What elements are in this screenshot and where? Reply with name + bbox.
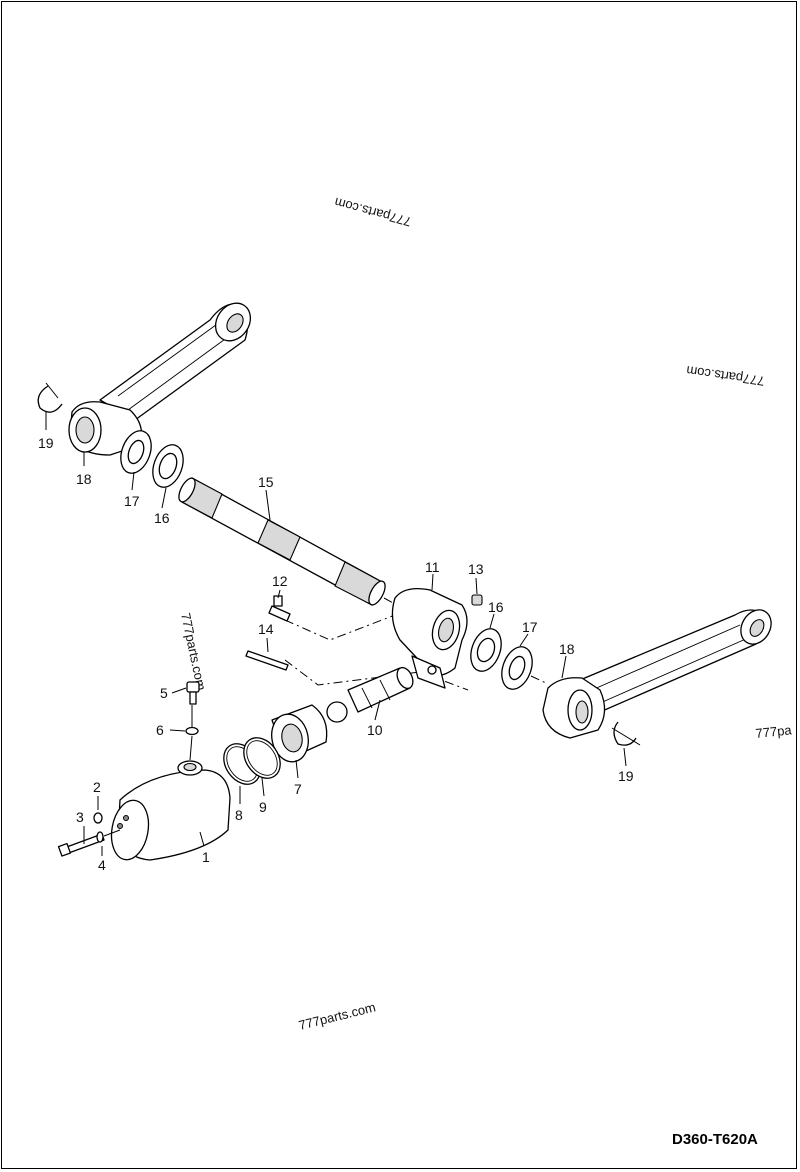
washer-4 — [96, 831, 104, 843]
ring-2 — [93, 812, 103, 824]
piston-rod-10 — [326, 666, 414, 723]
watermark-3: 777parts.com — [178, 612, 209, 692]
grease-nipple-12 — [268, 595, 291, 622]
lever-arm-right — [542, 609, 772, 739]
cylinder-body-1 — [110, 760, 231, 861]
callout-4: 4 — [98, 857, 106, 873]
callout-17-upper: 17 — [124, 493, 140, 509]
callout-6: 6 — [156, 722, 164, 738]
watermark-4: 777parts.com — [297, 999, 377, 1033]
watermark-2: 777parts.com — [685, 363, 765, 389]
callout-3: 3 — [76, 809, 84, 825]
callout-15: 15 — [258, 474, 274, 490]
callout-5: 5 — [160, 685, 168, 701]
watermark-1: 777parts.com — [333, 195, 413, 230]
piston-7 — [271, 704, 328, 763]
washer-6 — [185, 726, 199, 736]
callout-12: 12 — [272, 573, 288, 589]
callout-11: 11 — [425, 559, 440, 575]
callout-1: 1 — [202, 849, 210, 865]
callout-17-right: 17 — [522, 619, 538, 635]
callout-16-upper: 16 — [154, 510, 170, 526]
callout-19-right: 19 — [618, 768, 634, 784]
callout-10: 10 — [367, 722, 383, 738]
callout-19-upper: 19 — [38, 435, 54, 451]
bolt-5 — [186, 681, 200, 705]
watermark-5: 777pa — [755, 722, 793, 741]
snap-ring-right — [613, 721, 637, 746]
bracket-housing-11 — [391, 587, 468, 689]
plug-13 — [471, 594, 483, 606]
snap-ring-upper — [37, 385, 63, 413]
callout-2: 2 — [93, 779, 101, 795]
lever-arm-upper — [68, 302, 252, 456]
drawing-code-label: D360-T620A — [672, 1131, 758, 1148]
callout-18-right: 18 — [559, 641, 575, 657]
callout-7: 7 — [294, 781, 302, 797]
callout-14: 14 — [258, 621, 274, 637]
splined-shaft — [178, 477, 386, 606]
callout-9: 9 — [259, 799, 267, 815]
callout-13: 13 — [468, 561, 484, 577]
pin-14 — [245, 650, 289, 671]
callout-16-right: 16 — [488, 599, 504, 615]
callout-18-upper: 18 — [76, 471, 92, 487]
callout-8: 8 — [235, 807, 243, 823]
